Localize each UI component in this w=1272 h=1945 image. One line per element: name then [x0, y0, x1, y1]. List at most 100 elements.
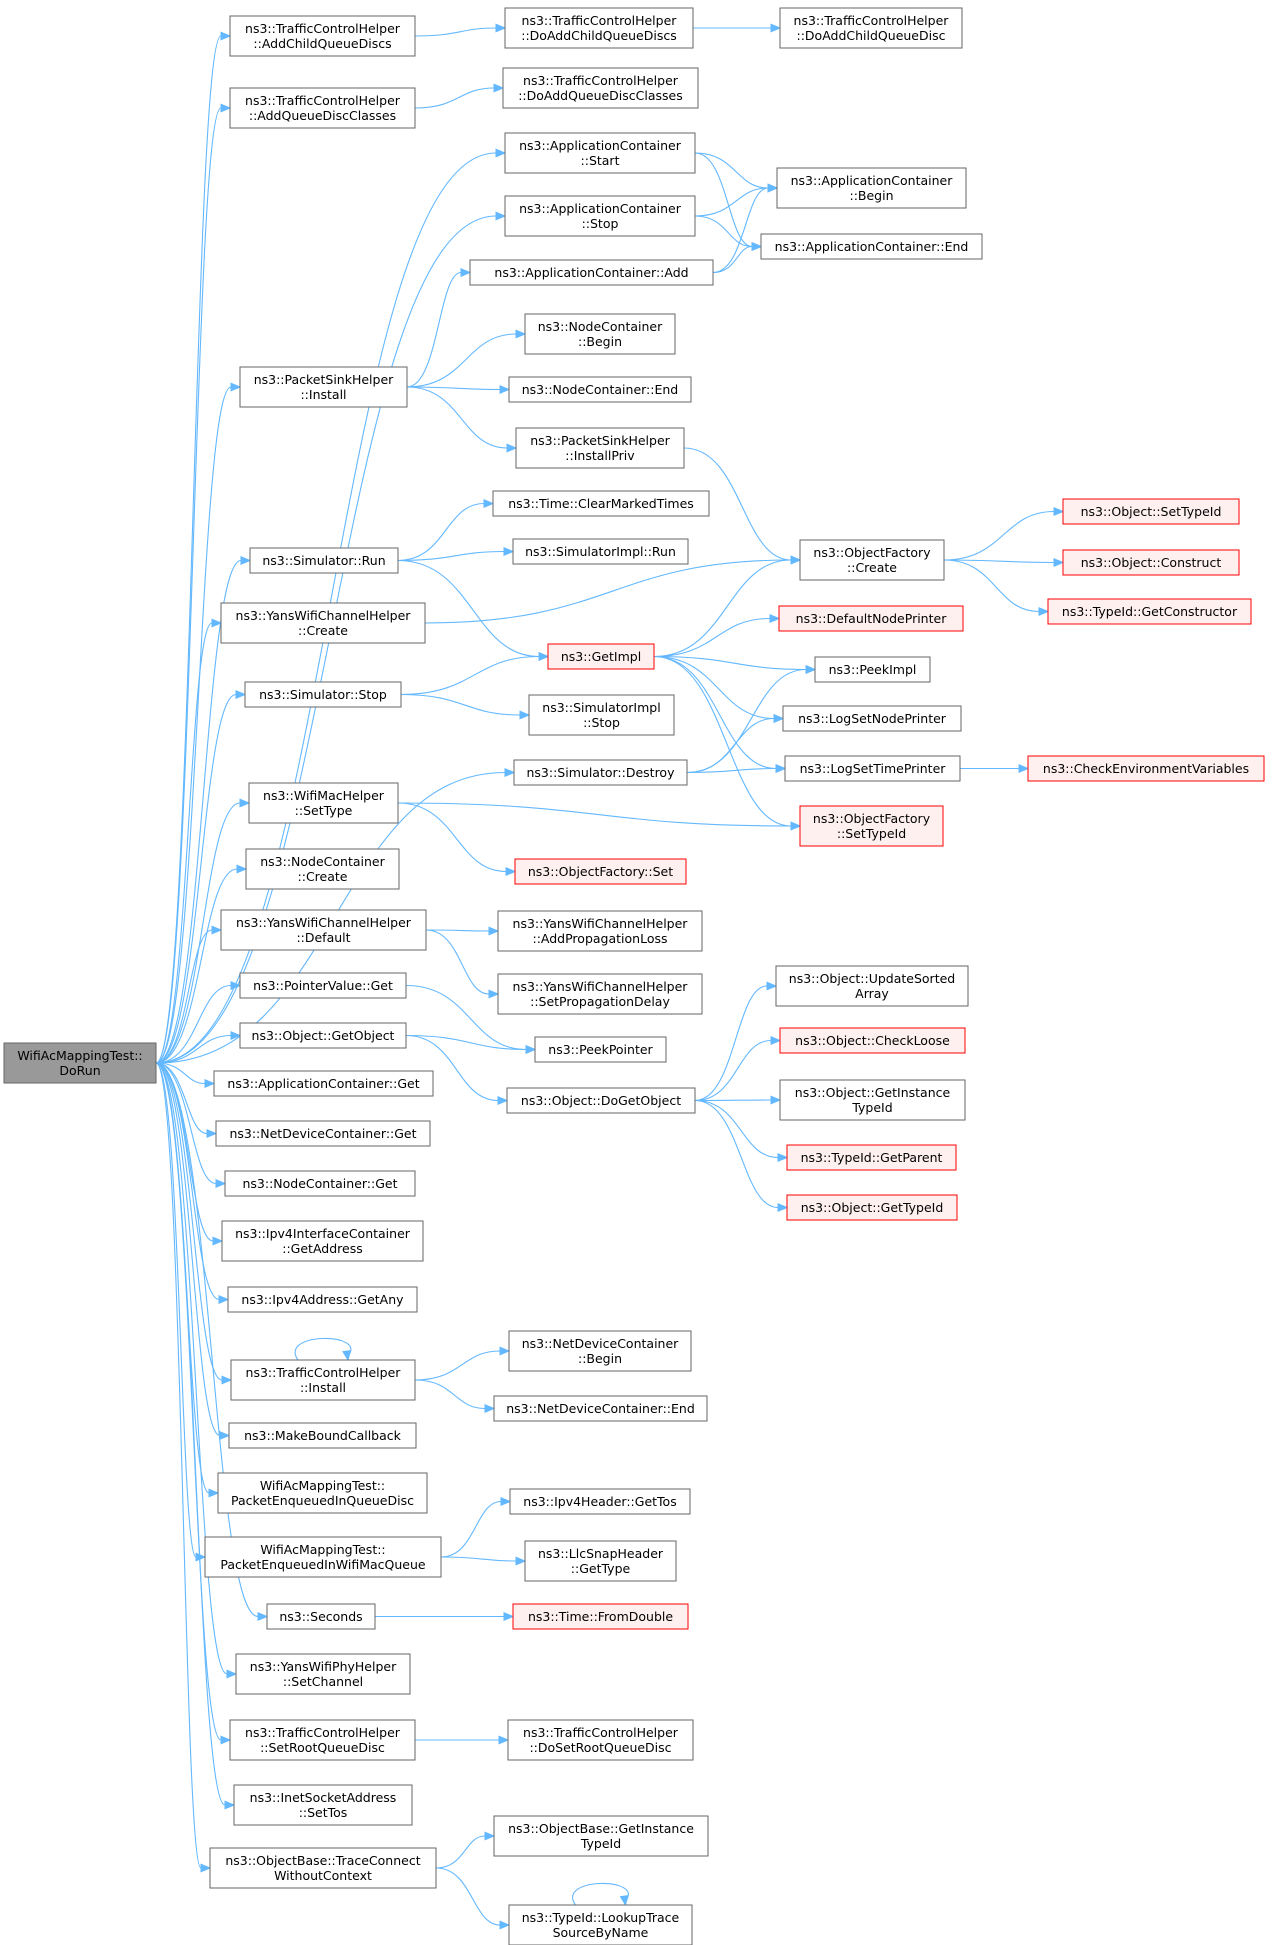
node-tch_doaddclasses[interactable]: ns3::TrafficControlHelper::DoAddQueueDis… [502, 67, 699, 109]
node-root[interactable]: WifiAcMappingTest::DoRun [3, 1042, 157, 1084]
node-makeboundcb[interactable]: ns3::MakeBoundCallback [228, 1422, 417, 1449]
node-nc_end[interactable]: ns3::NodeContainer::End [508, 376, 692, 403]
node-wamt_enq_qdisc[interactable]: WifiAcMappingTest::PacketEnqueuedInQueue… [217, 1472, 428, 1514]
call-edge-psh_install-to-nc_begin [406, 329, 527, 388]
edge-arrowhead [506, 443, 518, 453]
node-obj_dogetobject[interactable]: ns3::Object::DoGetObject [506, 1087, 696, 1114]
node-box [209, 1847, 437, 1889]
node-label: ::InstallPriv [565, 448, 635, 463]
node-ndc_end[interactable]: ns3::NetDeviceContainer::End [493, 1395, 708, 1422]
node-of_settypeid[interactable]: ns3::ObjectFactory::SetTypeId [799, 805, 944, 847]
node-llcsnap_gettype[interactable]: ns3::LlcSnapHeader::GetType [524, 1540, 677, 1582]
call-edge-tch_setroot-to-tch_dosetroot [415, 1735, 510, 1745]
node-psh_installpriv[interactable]: ns3::PacketSinkHelper::InstallPriv [515, 427, 685, 469]
node-label: ns3::Simulator::Stop [259, 687, 387, 702]
call-edge-root-to-isa_settos [155, 1062, 236, 1810]
node-box [1027, 755, 1265, 782]
node-label: WifiAcMappingTest:: [260, 1478, 385, 1493]
node-seconds[interactable]: ns3::Seconds [266, 1603, 376, 1630]
node-ywch_addprop[interactable]: ns3::YansWifiChannelHelper::AddPropagati… [497, 910, 703, 952]
call-edge-sim_destroy-to-logsettime [686, 763, 787, 774]
node-ac_start[interactable]: ns3::ApplicationContainer::Start [504, 132, 696, 174]
node-label: ns3::PointerValue::Get [253, 978, 393, 993]
call-edge-ac_stop-to-ac_end [694, 215, 763, 252]
node-of_create[interactable]: ns3::ObjectFactory::Create [799, 539, 945, 581]
node-typeid_getctor[interactable]: ns3::TypeId::GetConstructor [1047, 598, 1252, 625]
node-nc_begin[interactable]: ns3::NodeContainer::Begin [524, 313, 676, 355]
edge-line [653, 655, 807, 671]
node-ywph_setchannel[interactable]: ns3::YansWifiPhyHelper::SetChannel [235, 1653, 411, 1695]
node-of_set[interactable]: ns3::ObjectFactory::Set [514, 858, 687, 885]
node-ob_traceconnect[interactable]: ns3::ObjectBase::TraceConnectWithoutCont… [209, 1847, 437, 1889]
node-peekpointer[interactable]: ns3::PeekPointer [534, 1036, 667, 1063]
node-nc_create[interactable]: ns3::NodeContainer::Create [245, 848, 400, 890]
node-time_fromdouble[interactable]: ns3::Time::FromDouble [512, 1603, 689, 1630]
node-ipv4hdr_gettos[interactable]: ns3::Ipv4Header::GetTos [509, 1488, 691, 1515]
edge-line [406, 386, 501, 391]
edge-line [400, 655, 540, 696]
edge-line [694, 1099, 779, 1209]
node-tch_addchild[interactable]: ns3::TrafficControlHelper::AddChildQueue… [229, 15, 416, 57]
node-ac_stop[interactable]: ns3::ApplicationContainer::Stop [504, 195, 696, 237]
call-edge-root-to-wamt_enq_qdisc [155, 1062, 220, 1498]
node-psh_install[interactable]: ns3::PacketSinkHelper::Install [239, 366, 408, 408]
node-tch_addclasses[interactable]: ns3::TrafficControlHelper::AddQueueDiscC… [229, 87, 416, 129]
node-tch_doaddchild[interactable]: ns3::TrafficControlHelper::DoAddChildQue… [779, 7, 963, 49]
node-wamt_enq_mac[interactable]: WifiAcMappingTest::PacketEnqueuedInWifiM… [204, 1536, 442, 1578]
node-ywch_create[interactable]: ns3::YansWifiChannelHelper::Create [220, 602, 426, 644]
node-ywch_default[interactable]: ns3::YansWifiChannelHelper::Default [220, 909, 427, 951]
node-tch_doaddchilds[interactable]: ns3::TrafficControlHelper::DoAddChildQue… [504, 7, 694, 49]
node-ndc_get[interactable]: ns3::NetDeviceContainer::Get [215, 1120, 431, 1147]
node-label: ns3::DefaultNodePrinter [796, 611, 948, 626]
node-obj_checkloose[interactable]: ns3::Object::CheckLoose [779, 1027, 966, 1054]
node-ndc_begin[interactable]: ns3::NetDeviceContainer::Begin [508, 1330, 692, 1372]
edge-arrowhead [230, 382, 242, 392]
node-logsetnode[interactable]: ns3::LogSetNodePrinter [782, 705, 962, 732]
node-sim_destroy[interactable]: ns3::Simulator::Destroy [513, 759, 688, 786]
node-pv_get[interactable]: ns3::PointerValue::Get [239, 972, 407, 999]
node-check_env[interactable]: ns3::CheckEnvironmentVariables [1027, 755, 1265, 782]
node-ywch_setdelay[interactable]: ns3::YansWifiChannelHelper::SetPropagati… [497, 973, 703, 1015]
node-obj_settypeid[interactable]: ns3::Object::SetTypeId [1062, 498, 1240, 525]
node-simimpl_run[interactable]: ns3::SimulatorImpl::Run [512, 538, 689, 565]
node-obj_construct[interactable]: ns3::Object::Construct [1062, 549, 1240, 576]
node-tch_install[interactable]: ns3::TrafficControlHelper::Install [230, 1359, 416, 1401]
node-default_node_printer[interactable]: ns3::DefaultNodePrinter [778, 605, 964, 632]
node-tch_dosetroot[interactable]: ns3::TrafficControlHelper::DoSetRootQueu… [507, 1719, 694, 1761]
node-label: ns3::PacketSinkHelper [530, 433, 670, 448]
node-logsettime[interactable]: ns3::LogSetTimePrinter [784, 755, 961, 782]
node-typeid_getparent[interactable]: ns3::TypeId::GetParent [786, 1144, 957, 1171]
node-simimpl_stop[interactable]: ns3::SimulatorImpl::Stop [528, 694, 675, 736]
node-ac_add[interactable]: ns3::ApplicationContainer::Add [469, 259, 714, 286]
edge-arrowhead [495, 148, 507, 158]
node-getimpl[interactable]: ns3::GetImpl [547, 643, 655, 670]
node-tch_setroot[interactable]: ns3::TrafficControlHelper::SetRootQueueD… [229, 1719, 416, 1761]
node-ipv4ic_getaddr[interactable]: ns3::Ipv4InterfaceContainer::GetAddress [221, 1220, 424, 1262]
node-time_clear[interactable]: ns3::Time::ClearMarkedTimes [492, 490, 710, 517]
node-box [508, 1330, 692, 1372]
edge-line [406, 333, 517, 388]
node-obj_gettypeid[interactable]: ns3::Object::GetTypeId [786, 1194, 958, 1221]
node-isa_settos[interactable]: ns3::InetSocketAddress::SetTos [233, 1784, 413, 1826]
node-label: ns3::Object::CheckLoose [795, 1033, 950, 1048]
node-wmh_settype[interactable]: ns3::WifiMacHelper::SetType [248, 782, 399, 824]
node-label: ns3::ObjectBase::GetInstance [508, 1821, 694, 1836]
node-peekimpl[interactable]: ns3::PeekImpl [814, 656, 931, 683]
node-ac_end[interactable]: ns3::ApplicationContainer::End [760, 233, 983, 260]
node-ac_begin[interactable]: ns3::ApplicationContainer::Begin [776, 167, 967, 209]
edge-arrowhead [211, 925, 223, 935]
node-label: ns3::Object::GetTypeId [801, 1200, 944, 1215]
node-label: ns3::YansWifiChannelHelper [236, 608, 412, 623]
node-obj_getobject[interactable]: ns3::Object::GetObject [239, 1022, 407, 1049]
node-sim_stop[interactable]: ns3::Simulator::Stop [244, 681, 402, 708]
node-sim_run[interactable]: ns3::Simulator::Run [249, 547, 399, 574]
node-ac_get[interactable]: ns3::ApplicationContainer::Get [213, 1070, 434, 1097]
node-box [775, 965, 969, 1007]
node-nc_get[interactable]: ns3::NodeContainer::Get [224, 1170, 416, 1197]
node-ipv4addr_getany[interactable]: ns3::Ipv4Address::GetAny [227, 1286, 418, 1313]
node-box [244, 681, 402, 708]
